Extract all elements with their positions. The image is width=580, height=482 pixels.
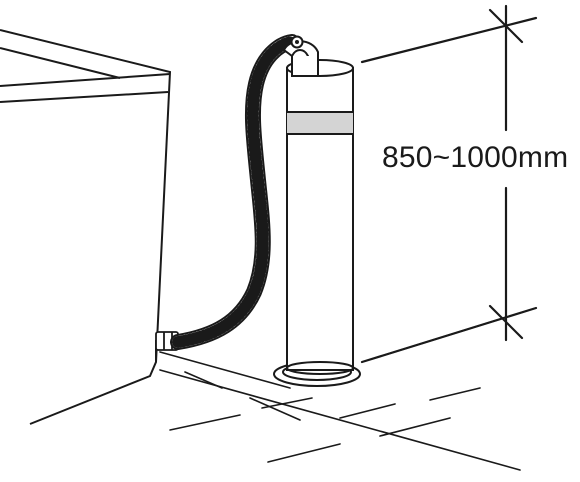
- drain-hose: [170, 34, 300, 350]
- standpipe: [273, 59, 361, 387]
- hose-into-pipe: [291, 56, 319, 77]
- height-dimension: [360, 4, 538, 364]
- height-dimension-label: 850~1000mm: [382, 138, 569, 178]
- washing-machine-cabinet: [0, 29, 172, 425]
